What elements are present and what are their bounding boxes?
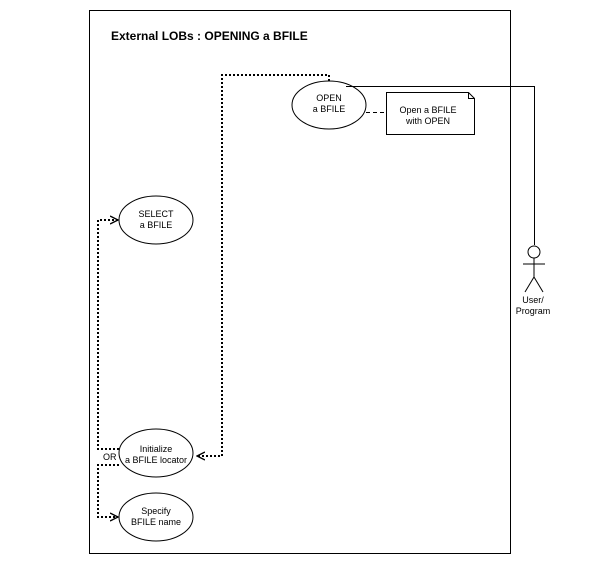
use-case-open-line2: a BFILE	[313, 104, 346, 114]
actor-user-program	[523, 245, 545, 293]
system-boundary	[89, 10, 511, 554]
use-case-specify-name: Specify BFILE name	[118, 492, 194, 542]
actor-label-line2: Program	[516, 306, 551, 316]
note-line2: with OPEN	[405, 116, 450, 126]
use-case-initialize-line1: Initialize	[140, 444, 173, 454]
actor-label-line1: User/	[522, 295, 544, 305]
dependency-open-to-initialize	[197, 74, 330, 456]
note-line1: Open a BFILE	[399, 105, 456, 115]
use-case-specify-line1: Specify	[141, 506, 171, 516]
use-case-select-line2: a BFILE	[140, 220, 173, 230]
use-case-initialize-locator: Initialize a BFILE locator	[118, 428, 194, 478]
dependency-initialize-to-select	[97, 220, 119, 450]
use-case-initialize-line2: a BFILE locator	[125, 455, 187, 465]
diagram-title: External LOBs : OPENING a BFILE	[111, 29, 308, 43]
note-open-bfile: Open a BFILE with OPEN	[386, 92, 475, 135]
dependency-initialize-to-specify	[97, 464, 119, 517]
use-case-open-bfile: OPEN a BFILE	[291, 80, 367, 130]
or-label: OR	[103, 452, 117, 462]
use-case-open-line1: OPEN	[316, 93, 342, 103]
use-case-select-bfile: SELECT a BFILE	[118, 195, 194, 245]
use-case-select-line1: SELECT	[138, 209, 174, 219]
use-case-specify-line2: BFILE name	[131, 517, 181, 527]
actor-association-line	[346, 86, 535, 245]
